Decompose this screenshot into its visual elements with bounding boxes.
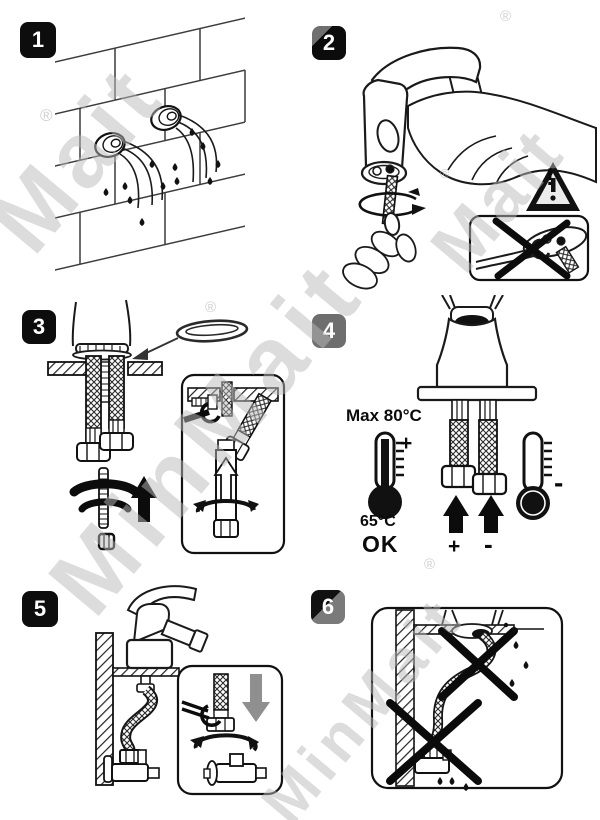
warning-triangle-icon xyxy=(526,162,580,211)
braided-hose xyxy=(471,399,508,496)
water-outlet xyxy=(150,105,182,131)
step2-illustration xyxy=(342,46,597,290)
faucet-base xyxy=(360,160,408,186)
step3-illustration xyxy=(47,299,286,555)
step-3-badge: 3 xyxy=(22,310,56,344)
warning-exclamation: ! xyxy=(546,164,554,191)
step-6-badge: 6 xyxy=(311,590,345,624)
cold-arrow-icon xyxy=(478,495,504,533)
water-drops xyxy=(103,128,221,226)
faucet-front xyxy=(416,295,538,402)
step-number: 3 xyxy=(32,314,46,339)
step4-illustration xyxy=(368,295,552,533)
ok-label: OK xyxy=(362,531,399,557)
panel-step-4: Max 80°C + 65°C OK + - - xyxy=(300,295,600,575)
hand-turning-stud xyxy=(342,212,417,290)
panel-step-2: ! xyxy=(300,10,600,295)
wall xyxy=(95,632,114,786)
panel-step-1 xyxy=(10,10,290,290)
o-ring xyxy=(175,319,249,343)
step1-illustration xyxy=(55,17,246,271)
cross-x-icon xyxy=(492,217,571,280)
rotation-arrow-icon xyxy=(190,733,259,752)
up-arrow-icon xyxy=(131,476,157,522)
step-5-badge: 5 xyxy=(22,591,58,627)
angle-valve xyxy=(103,749,160,783)
water-drops xyxy=(437,622,529,791)
shelf xyxy=(112,667,180,677)
tile-wall xyxy=(55,17,246,271)
mounting-nut xyxy=(97,532,116,551)
step-1-badge: 1 xyxy=(20,22,56,58)
hand-holding-faucet xyxy=(376,90,597,186)
braided-hose xyxy=(99,355,134,451)
step-number: 5 xyxy=(33,596,47,621)
step-number: 4 xyxy=(322,318,336,343)
faucet-on-counter xyxy=(71,299,132,361)
hot-sign: + xyxy=(400,432,413,455)
rotation-arrow-icon xyxy=(193,498,259,513)
thermometer-cold-icon xyxy=(516,431,552,520)
pointer-arrow xyxy=(132,337,179,360)
step6-illustration xyxy=(370,606,564,791)
step-number: 2 xyxy=(322,30,336,55)
braided-hose xyxy=(221,392,273,462)
panel-step-3 xyxy=(10,298,295,570)
step-4-badge: 4 xyxy=(312,314,346,348)
hot-inlet-sign: + xyxy=(448,535,461,558)
rotation-arrow-icon xyxy=(358,188,426,217)
cross-x-icon xyxy=(386,699,482,785)
braided-hose xyxy=(120,685,158,753)
wall xyxy=(395,609,415,787)
panel-step-5 xyxy=(10,578,295,813)
threaded-rod xyxy=(98,467,109,529)
bidet-faucet xyxy=(125,585,209,670)
thermometer-hot-icon xyxy=(368,431,404,519)
hot-arrow-icon xyxy=(443,495,469,533)
step-number: 1 xyxy=(31,27,45,52)
down-arrow-icon xyxy=(242,674,270,722)
tighten-inset xyxy=(176,664,284,796)
step-2-badge: 2 xyxy=(312,26,346,60)
water-outlet xyxy=(94,132,126,158)
step-number: 6 xyxy=(321,594,335,619)
ok-temp-label: 65°C xyxy=(360,513,396,530)
max-temp-label: Max 80°C xyxy=(346,406,422,425)
cold-sign: - xyxy=(554,467,564,498)
step5-illustration xyxy=(95,585,284,796)
cold-inlet-sign: - xyxy=(484,529,493,559)
braided-hose xyxy=(76,355,111,462)
angle-valve xyxy=(203,753,267,786)
no-wrench-inset xyxy=(468,214,590,282)
water-spray xyxy=(119,114,218,209)
panel-step-6 xyxy=(300,583,595,813)
socket-tool xyxy=(213,439,239,538)
cross-x-icon xyxy=(438,627,518,701)
wrench xyxy=(183,402,221,424)
horseshoe-washer xyxy=(69,479,141,513)
wrench xyxy=(181,700,222,728)
braided-hose xyxy=(440,399,477,489)
countertop xyxy=(47,361,163,376)
install-inset xyxy=(180,373,286,555)
